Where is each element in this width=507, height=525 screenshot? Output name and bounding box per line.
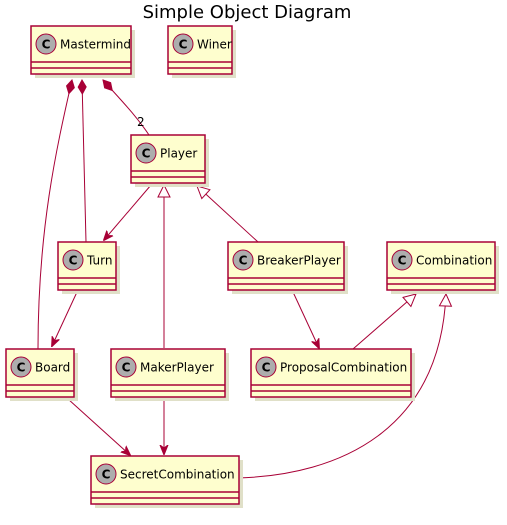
- edge-breakerplayer-player: [197, 186, 259, 243]
- svg-text:C: C: [69, 254, 78, 268]
- class-board[interactable]: C Board: [5, 348, 78, 401]
- edge-mastermind-board: [37, 79, 75, 350]
- class-player[interactable]: C Player: [130, 134, 209, 187]
- edge-turn-board: [52, 291, 78, 346]
- class-stereotype-icon: [232, 249, 254, 271]
- class-secret-combination[interactable]: C SecretCombination: [90, 455, 243, 508]
- class-name: Player: [160, 147, 197, 161]
- svg-text:C: C: [179, 38, 188, 52]
- class-maker-player[interactable]: C MakerPlayer: [110, 348, 229, 401]
- svg-text:C: C: [42, 38, 51, 52]
- class-stereotype-icon: [95, 463, 117, 485]
- svg-text:C: C: [122, 361, 131, 375]
- edge-mastermind-turn: [77, 78, 87, 243]
- class-stereotype-icon: [391, 249, 413, 271]
- class-stereotype-icon: [35, 33, 57, 55]
- class-stereotype-icon: [10, 356, 32, 378]
- class-combination[interactable]: C Combination: [386, 241, 499, 294]
- class-stereotype-icon: [135, 142, 157, 164]
- class-breaker-player[interactable]: C BreakerPlayer: [227, 241, 348, 294]
- class-name: MakerPlayer: [140, 361, 214, 375]
- svg-text:C: C: [239, 254, 248, 268]
- class-winer[interactable]: C Winer: [167, 25, 236, 78]
- edge-board-secret: [67, 398, 130, 455]
- class-stereotype-icon: [62, 249, 84, 271]
- class-name: Board: [35, 361, 70, 375]
- class-name: BreakerPlayer: [257, 254, 341, 268]
- edge-mastermind-player: [102, 79, 150, 136]
- class-turn[interactable]: C Turn: [57, 241, 120, 294]
- edge-proposal-combination: [352, 294, 416, 350]
- svg-text:C: C: [398, 254, 407, 268]
- class-name: Mastermind: [60, 38, 131, 52]
- diagram-title: Simple Object Diagram: [143, 2, 352, 23]
- edge-secret-combination: [237, 294, 446, 479]
- edge-player-turn: [104, 184, 152, 240]
- class-stereotype-icon: [172, 33, 194, 55]
- multiplicity-label: 2: [137, 115, 145, 129]
- class-name: Winer: [197, 38, 232, 52]
- svg-text:C: C: [17, 361, 26, 375]
- svg-text:C: C: [142, 147, 151, 161]
- class-mastermind[interactable]: C Mastermind: [30, 25, 135, 78]
- class-proposal-combination[interactable]: C ProposalCombination: [250, 348, 415, 401]
- class-name: Combination: [416, 254, 492, 268]
- class-name: SecretCombination: [120, 468, 235, 482]
- svg-text:C: C: [262, 361, 271, 375]
- class-stereotype-icon: [115, 356, 137, 378]
- class-name: ProposalCombination: [280, 361, 407, 375]
- class-name: Turn: [86, 254, 112, 268]
- edge-breakerplayer-proposal: [292, 291, 319, 348]
- class-stereotype-icon: [255, 356, 277, 378]
- svg-text:C: C: [102, 468, 111, 482]
